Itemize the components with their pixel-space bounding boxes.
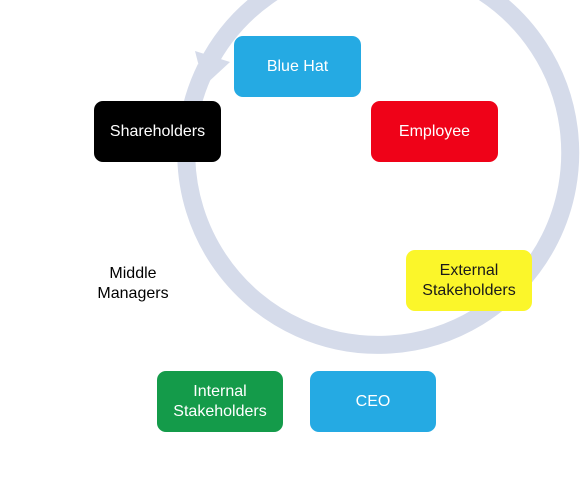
node-middle-managers: Middle Managers xyxy=(78,262,188,306)
node-employee: Employee xyxy=(371,101,498,162)
node-middle-managers-label: Middle Managers xyxy=(97,265,169,302)
node-internal-stakeholders: Internal Stakeholders xyxy=(157,371,283,432)
node-ceo: CEO xyxy=(310,371,436,432)
node-ceo-label: CEO xyxy=(355,392,391,410)
node-external-stakeholders: External Stakeholders xyxy=(406,250,532,311)
node-blue-hat: Blue Hat xyxy=(234,36,361,97)
node-shareholders: Shareholders xyxy=(94,101,221,162)
node-internal-stakeholders-label: Internal Stakeholders xyxy=(173,382,267,420)
cycle-arrow-head-icon xyxy=(195,51,230,86)
node-blue-hat-label: Blue Hat xyxy=(266,57,329,75)
node-shareholders-label: Shareholders xyxy=(109,122,206,140)
node-employee-label: Employee xyxy=(398,122,471,140)
cycle-ring-arc xyxy=(177,0,580,354)
node-external-stakeholders-label: External Stakeholders xyxy=(422,261,516,299)
